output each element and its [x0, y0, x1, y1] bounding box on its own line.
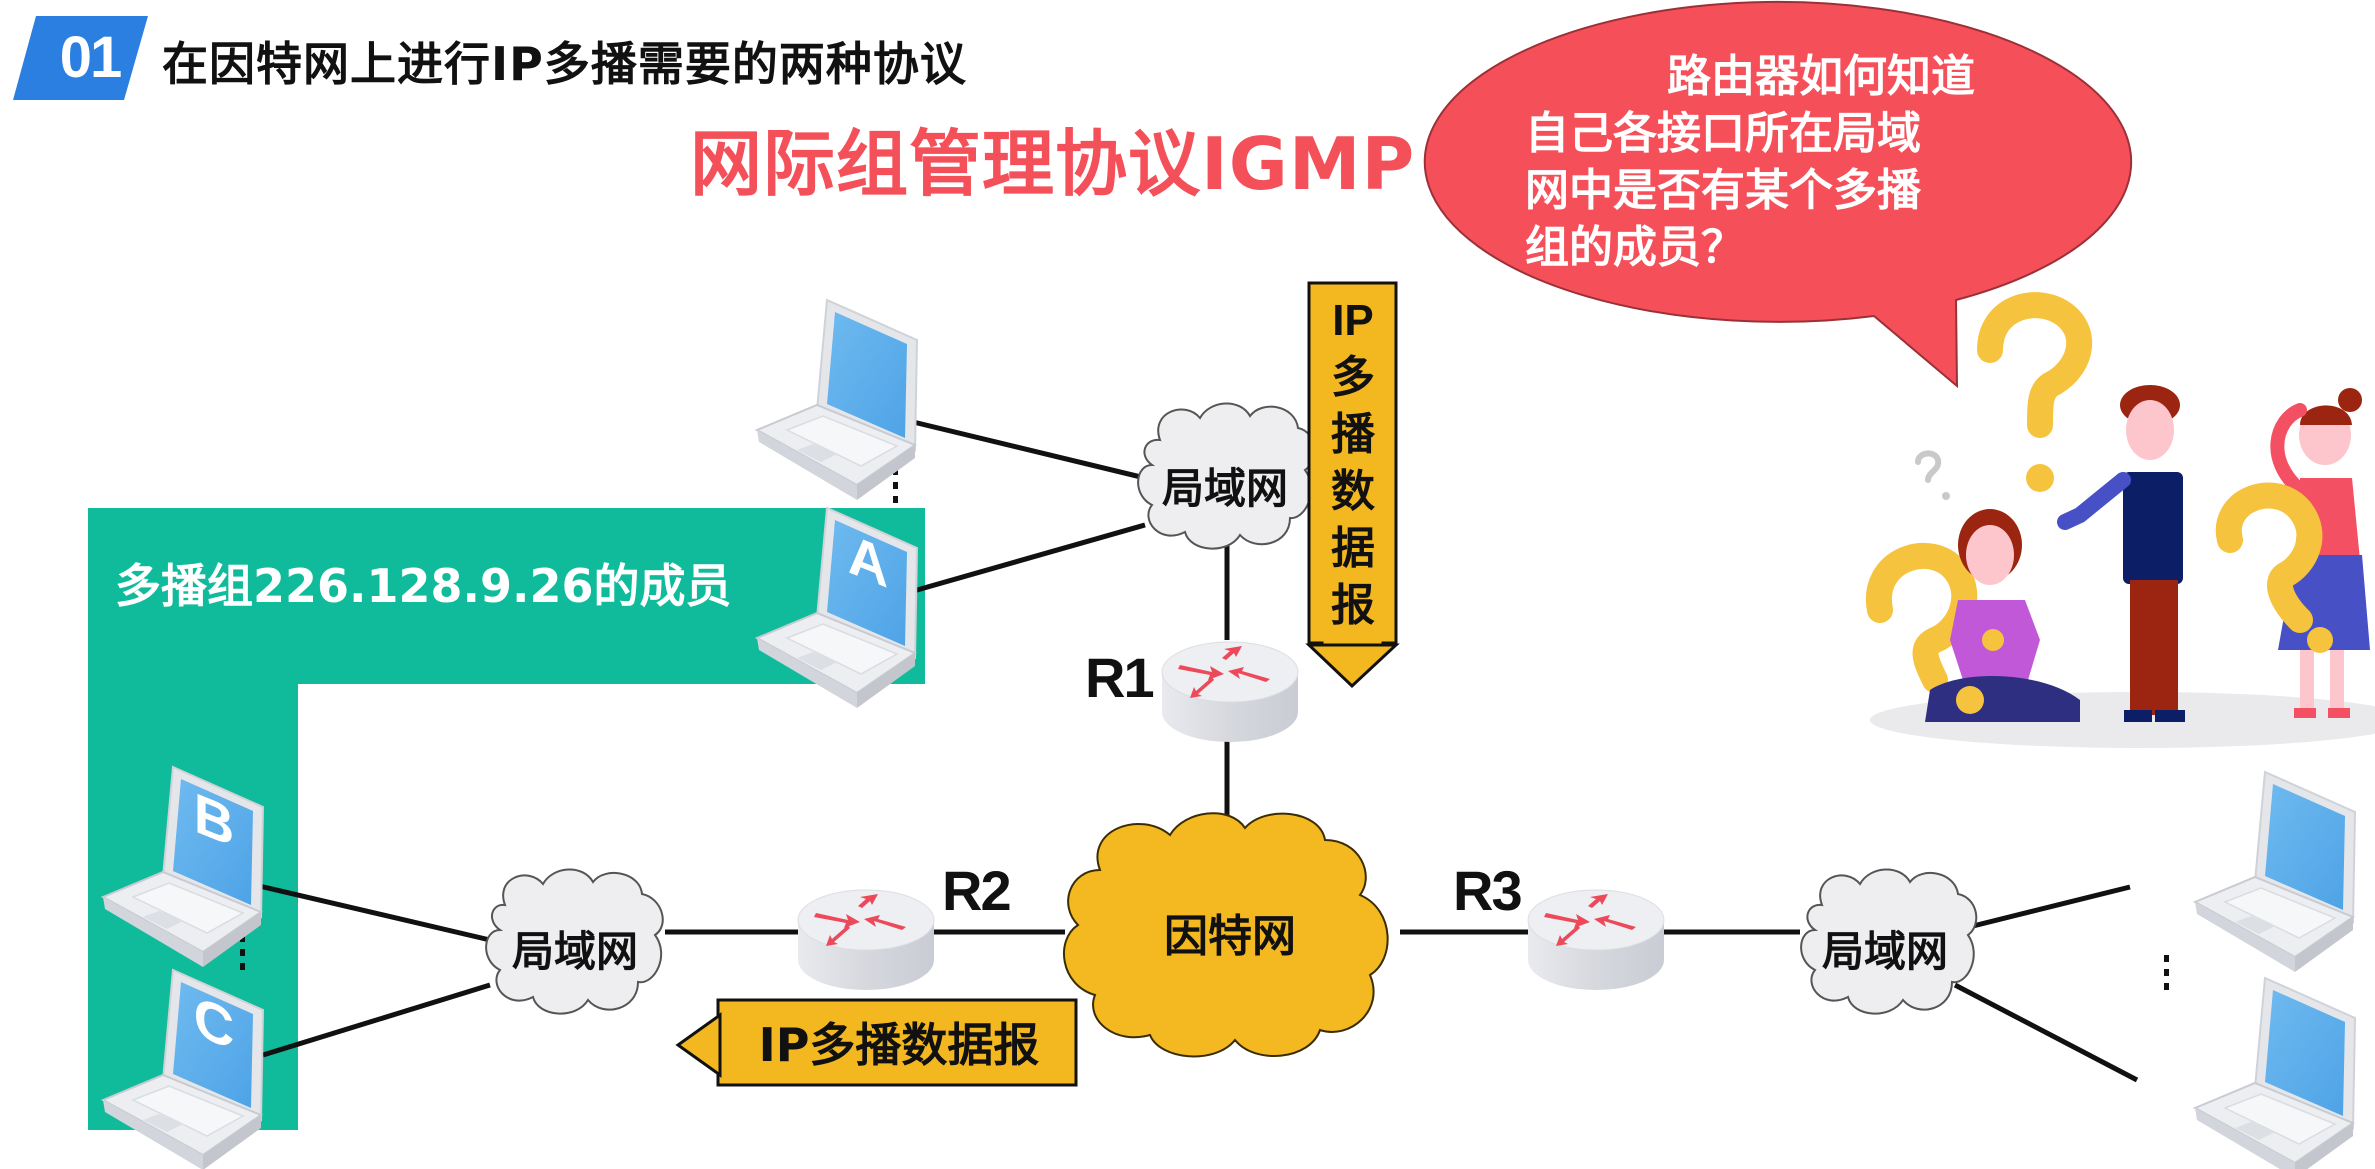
page-title: 在因特网上进行IP多播需要的两种协议 [162, 37, 967, 91]
lan-cloud-left [485, 868, 664, 1015]
router-r3-icon [1527, 889, 1665, 991]
multicast-group-panel [88, 508, 925, 1130]
internet-cloud [1063, 812, 1389, 1058]
lan-cloud-right [1800, 868, 1978, 1015]
lan-top-label: 局域网 [1161, 464, 1288, 513]
confused-people-illustration [1865, 292, 2375, 748]
laptop-right-top-icon [2194, 771, 2356, 973]
link-lan-laptop-right-top [1964, 884, 2131, 931]
bubble-line: 网中是否有某个多播 [1525, 165, 1921, 216]
section-badge [13, 16, 148, 100]
bubble-line: 组的成员？ [1525, 222, 1745, 273]
datagram-char: 多 [1331, 352, 1375, 403]
datagram-arrow-left [675, 998, 1078, 1087]
datagram-char: 播 [1331, 409, 1375, 460]
lan-cloud-top [1137, 402, 1316, 550]
datagram-arrow-down [1305, 281, 1400, 689]
link-laptop-top-lan [904, 417, 1146, 481]
section-number: 01 [59, 25, 123, 90]
datagram-horizontal-label: IP多播数据报 [758, 1018, 1040, 1072]
router-r1-icon [1161, 641, 1299, 743]
laptop-top-icon [756, 299, 918, 501]
router-r3-label: R3 [1453, 859, 1523, 922]
link-laptop-a-lan [909, 522, 1146, 595]
link-lan-laptop-right-bottom [1953, 982, 2139, 1083]
router-r1-label: R1 [1085, 646, 1155, 709]
multicast-group-label: 多播组226.128.9.26的成员 [115, 559, 732, 613]
datagram-char: 报 [1331, 580, 1375, 631]
datagram-vertical-label: IP 多 播 数 据 报 [1310, 292, 1396, 634]
page-subtitle: 网际组管理协议IGMP [690, 122, 1416, 206]
connection-lines [254, 417, 2139, 1083]
link-laptop-c-lan [262, 982, 491, 1058]
router-r2-label: R2 [942, 859, 1012, 922]
internet-label: 因特网 [1164, 911, 1296, 962]
link-laptop-b-lan [254, 882, 491, 943]
datagram-char: 据 [1331, 523, 1375, 574]
router-r2-icon [797, 889, 935, 991]
speech-bubble-text: 路由器如何知道 自己各接口所在局域 网中是否有某个多播 组的成员？ [1525, 48, 1985, 276]
speech-bubble [1423, 0, 2133, 389]
lan-right-label: 局域网 [1821, 927, 1948, 976]
laptop-right-bottom-icon [2194, 977, 2356, 1169]
datagram-char: IP [1332, 296, 1374, 345]
bubble-line: 自己各接口所在局域 [1525, 108, 1921, 159]
lan-left-label: 局域网 [511, 927, 638, 976]
bubble-line: 路由器如何知道 [1667, 51, 1975, 102]
datagram-char: 数 [1331, 466, 1375, 517]
